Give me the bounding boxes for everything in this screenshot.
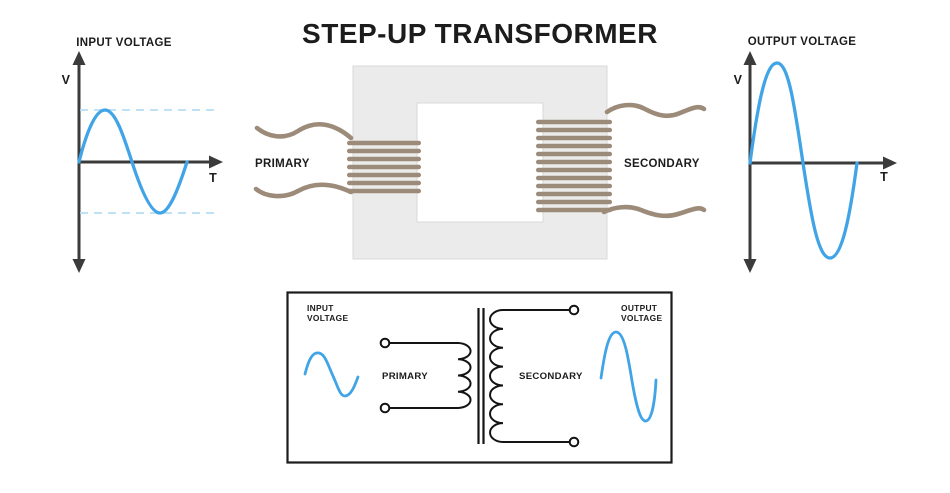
input-v-axis-arrow-up-icon xyxy=(72,51,86,65)
coil-turn xyxy=(347,188,421,194)
schematic-output-label-line2: VOLTAGE xyxy=(621,313,662,323)
coil-turn xyxy=(536,143,612,149)
schematic-primary-coil xyxy=(388,342,472,409)
input-graph-title: INPUT VOLTAGE xyxy=(76,37,172,49)
schematic-input-label-line2: VOLTAGE xyxy=(307,313,348,323)
input-t-label: T xyxy=(209,171,217,185)
coil-turn xyxy=(536,175,612,181)
coil-turn xyxy=(536,167,612,173)
input-sine-wave xyxy=(77,108,189,215)
coil-turn xyxy=(536,159,612,165)
output-v-axis-arrow-up-icon xyxy=(743,51,757,65)
coil-turn xyxy=(536,135,612,141)
coil-turn xyxy=(347,156,421,162)
output-t-axis-arrow-icon xyxy=(883,156,897,170)
schematic-output-label-line1: OUTPUT xyxy=(621,303,658,313)
output-t-label: T xyxy=(880,170,888,184)
coil-turn xyxy=(347,164,421,170)
schematic-input-sine-wave xyxy=(303,351,360,398)
primary-winding-label: PRIMARY xyxy=(255,158,310,170)
coil-turn xyxy=(536,127,612,133)
coil-turn xyxy=(536,151,612,157)
secondary-terminal-bottom xyxy=(568,436,580,448)
secondary-lead-top xyxy=(604,102,707,119)
coil-turn xyxy=(536,199,612,205)
coil-turn xyxy=(536,183,612,189)
output-voltage-graph: OUTPUT VOLTAGE V T xyxy=(734,36,897,273)
schematic-panel: INPUT VOLTAGE OUTPUT VOLTAGE PRIMARY SEC… xyxy=(286,291,673,464)
schematic-input-label-line1: INPUT xyxy=(307,303,334,313)
schematic-output-sine-wave xyxy=(599,330,658,423)
output-v-axis-arrow-down-icon xyxy=(743,259,757,273)
primary-winding xyxy=(347,140,421,194)
primary-lead-bottom xyxy=(253,182,354,199)
primary-terminal-bottom xyxy=(379,402,391,414)
coil-turn xyxy=(536,207,612,213)
secondary-lead-bottom xyxy=(601,204,707,219)
input-v-label: V xyxy=(62,73,71,87)
primary-lead-top xyxy=(254,122,354,141)
secondary-winding-label: SECONDARY xyxy=(624,158,700,170)
schematic-secondary-label: SECONDARY xyxy=(519,371,583,382)
transformer-illustration: PRIMARY SECONDARY xyxy=(253,65,707,260)
coil-turn xyxy=(347,172,421,178)
output-v-label: V xyxy=(734,73,743,87)
secondary-winding xyxy=(536,119,612,213)
coil-turn xyxy=(347,148,421,154)
input-voltage-graph: INPUT VOLTAGE V T xyxy=(62,37,223,273)
secondary-terminal-top xyxy=(568,304,580,316)
input-v-axis-arrow-down-icon xyxy=(72,259,86,273)
primary-terminal-top xyxy=(379,337,391,349)
transformer-core-window xyxy=(416,102,544,223)
schematic-secondary-coil xyxy=(489,309,571,444)
coil-turn xyxy=(536,191,612,197)
output-sine-wave xyxy=(748,61,859,260)
coil-turn xyxy=(536,119,612,125)
page-title: STEP-UP TRANSFORMER xyxy=(302,18,658,49)
output-graph-title: OUTPUT VOLTAGE xyxy=(748,36,857,48)
input-t-axis-arrow-icon xyxy=(209,155,223,169)
coil-turn xyxy=(347,180,421,186)
coil-turn xyxy=(347,140,421,146)
schematic-primary-label: PRIMARY xyxy=(382,371,428,382)
